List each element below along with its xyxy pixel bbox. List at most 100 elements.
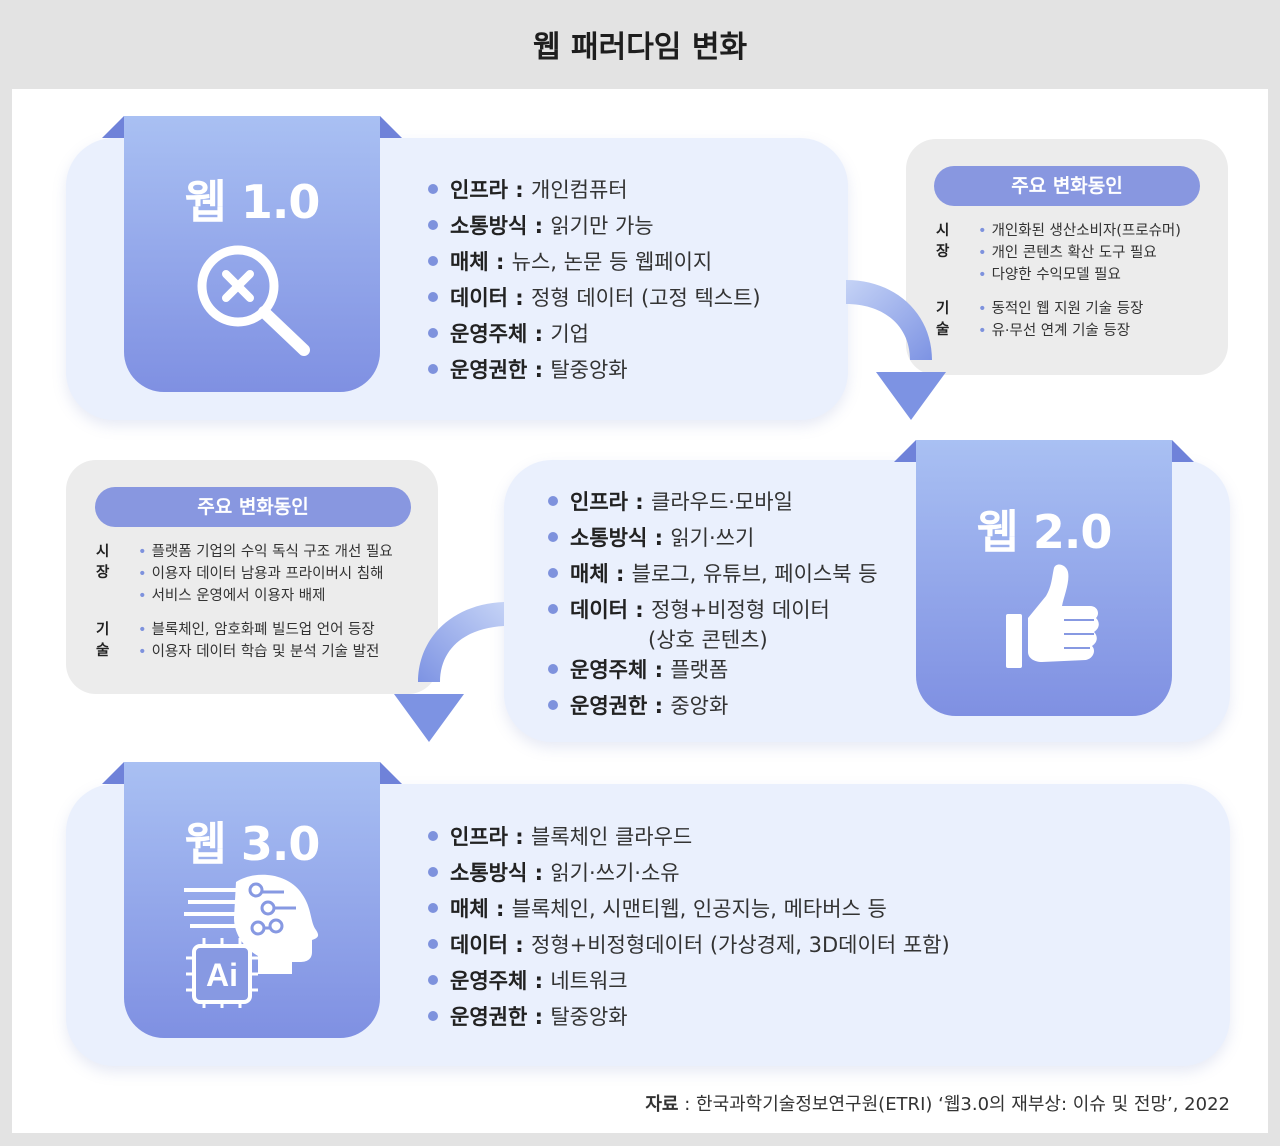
bullet-dot-icon: [428, 364, 438, 374]
web3-item-4: 운영주체 : 네트워크: [428, 965, 628, 995]
property-value: 블로그, 유튜브, 페이스북 등: [631, 562, 878, 586]
web1-item-5: 운영권한 : 탈중앙화: [428, 354, 628, 384]
web1-item-1: 소통방식 : 읽기만 가능: [428, 210, 654, 240]
property-key: 매체: [450, 250, 489, 274]
property-value: 중앙화: [670, 694, 729, 718]
property-value-continued: (상호 콘텐츠): [648, 628, 768, 652]
web1-item-0: 인프라 : 개인컴퓨터: [428, 174, 628, 204]
web1-tab-fold-right: [380, 116, 402, 138]
driver-item: 개인화된 생산소비자(프로슈머): [978, 219, 1181, 240]
drivers2-market-label: 시장: [96, 544, 110, 581]
web2-item-2: 매체 : 블로그, 유튜브, 페이스북 등: [548, 558, 878, 588]
property-key: 데이터: [450, 286, 508, 310]
drivers2-panel: 주요 변화동인 시장 플랫폼 기업의 수익 독식 구조 개선 필요이용자 데이터…: [66, 460, 438, 694]
property-key: 매체: [450, 897, 489, 921]
web2-title: 웹 2.0: [976, 505, 1113, 559]
thumbs-up-icon: [1006, 564, 1099, 668]
driver-item: 블록체인, 암호화폐 빌드업 언어 등장: [138, 618, 375, 639]
web3-item-0: 인프라 : 블록체인 클라우드: [428, 821, 692, 851]
property-value: 기업: [550, 322, 589, 346]
web3-item-3: 데이터 : 정형+비정형데이터 (가상경제, 3D데이터 포함): [428, 929, 950, 959]
drivers1-market-label: 시장: [936, 223, 950, 260]
bullet-dot-icon: [428, 939, 438, 949]
web1-tab: 웹 1.0: [124, 116, 380, 392]
property-value: 개인컴퓨터: [531, 178, 628, 202]
bullet-dot-icon: [428, 292, 438, 302]
driver-item: 서비스 운영에서 이용자 배제: [138, 584, 326, 605]
bullet-dot-icon: [428, 220, 438, 230]
property-value: 읽기만 가능: [550, 214, 654, 238]
page-title: 웹 패러다임 변화: [532, 30, 748, 65]
bullet-dot-icon: [548, 532, 558, 542]
property-value: 정형+비정형 데이터: [651, 598, 830, 622]
property-value: 플랫폼: [670, 658, 729, 682]
bullet-dot-icon: [428, 256, 438, 266]
property-value: 읽기·쓰기: [670, 526, 755, 550]
source-note: 자료 : 한국과학기술정보연구원(ETRI) ‘웹3.0의 재부상: 이슈 및 …: [645, 1090, 1230, 1116]
web2-tab: 웹 2.0: [916, 440, 1172, 716]
driver-item: 플랫폼 기업의 수익 독식 구조 개선 필요: [138, 540, 393, 561]
property-value: 블록체인, 시맨티웹, 인공지능, 메타버스 등: [511, 897, 887, 921]
driver-item: 유·무선 연계 기술 등장: [978, 319, 1131, 340]
web3-tab-fold-left: [102, 762, 124, 784]
bullet-dot-icon: [428, 831, 438, 841]
web2-item-4: 운영주체 : 플랫폼: [548, 654, 728, 684]
property-key: 운영권한: [450, 358, 528, 382]
property-value: 정형 데이터 (고정 텍스트): [531, 286, 761, 310]
property-value: 클라우드·모바일: [651, 490, 793, 514]
bullet-dot-icon: [428, 184, 438, 194]
property-key: 소통방식: [570, 526, 648, 550]
property-key: 운영권한: [570, 694, 648, 718]
source-text: : 한국과학기술정보연구원(ETRI) ‘웹3.0의 재부상: 이슈 및 전망’…: [678, 1094, 1230, 1115]
property-value: 읽기·쓰기·소유: [550, 861, 680, 885]
ai-head-icon: Ai: [184, 874, 319, 1008]
property-key: 데이터: [450, 933, 508, 957]
property-key: 데이터: [570, 598, 628, 622]
bullet-dot-icon: [428, 328, 438, 338]
web2-tab-fold-right: [1172, 440, 1194, 462]
web2-tab-fold-left: [894, 440, 916, 462]
web1-item-3: 데이터 : 정형 데이터 (고정 텍스트): [428, 282, 761, 312]
property-value: 네트워크: [550, 969, 628, 993]
property-key: 인프라: [570, 490, 628, 514]
drivers2-heading: 주요 변화동인: [95, 487, 411, 527]
property-key: 인프라: [450, 825, 508, 849]
property-key: 인프라: [450, 178, 508, 202]
web3-item-2: 매체 : 블록체인, 시맨티웹, 인공지능, 메타버스 등: [428, 893, 887, 923]
web1-title: 웹 1.0: [184, 175, 321, 229]
web2-item-3: 데이터 : 정형+비정형 데이터(상호 콘텐츠): [548, 594, 830, 654]
property-value: 뉴스, 논문 등 웹페이지: [511, 250, 713, 274]
web3-tab-fold-right: [380, 762, 402, 784]
web2-item-1: 소통방식 : 읽기·쓰기: [548, 522, 754, 552]
property-key: 소통방식: [450, 214, 528, 238]
property-value: 탈중앙화: [550, 358, 628, 382]
property-value: 탈중앙화: [550, 1005, 628, 1029]
bullet-dot-icon: [548, 496, 558, 506]
property-key: 소통방식: [450, 861, 528, 885]
source-label: 자료: [645, 1094, 679, 1115]
bullet-dot-icon: [548, 568, 558, 578]
drivers2-tech-label: 기술: [96, 622, 110, 659]
property-value: 블록체인 클라우드: [531, 825, 693, 849]
driver-item: 이용자 데이터 학습 및 분석 기술 발전: [138, 640, 380, 661]
magnifier-x-icon: [197, 245, 310, 356]
web3-title: 웹 3.0: [184, 817, 321, 871]
property-key: 운영주체: [570, 658, 648, 682]
web3-item-5: 운영권한 : 탈중앙화: [428, 1001, 628, 1031]
bullet-dot-icon: [548, 664, 558, 674]
web3-tab: 웹 3.0 Ai: [124, 762, 380, 1038]
property-value: 정형+비정형데이터 (가상경제, 3D데이터 포함): [531, 933, 950, 957]
ai-chip-label: Ai: [206, 957, 238, 993]
web1-item-4: 운영주체 : 기업: [428, 318, 589, 348]
property-key: 매체: [570, 562, 609, 586]
bullet-dot-icon: [428, 903, 438, 913]
bullet-dot-icon: [428, 975, 438, 985]
web1-item-2: 매체 : 뉴스, 논문 등 웹페이지: [428, 246, 712, 276]
web1-tab-fold-left: [102, 116, 124, 138]
arrow-down-left-icon: [394, 602, 504, 742]
driver-item: 다양한 수익모델 필요: [978, 263, 1121, 284]
driver-item: 개인 콘텐츠 확산 도구 필요: [978, 241, 1157, 262]
drivers1-panel: 주요 변화동인 시장 개인화된 생산소비자(프로슈머)개인 콘텐츠 확산 도구 …: [906, 139, 1228, 375]
bullet-dot-icon: [548, 700, 558, 710]
arrow-down-right-icon: [846, 280, 946, 420]
